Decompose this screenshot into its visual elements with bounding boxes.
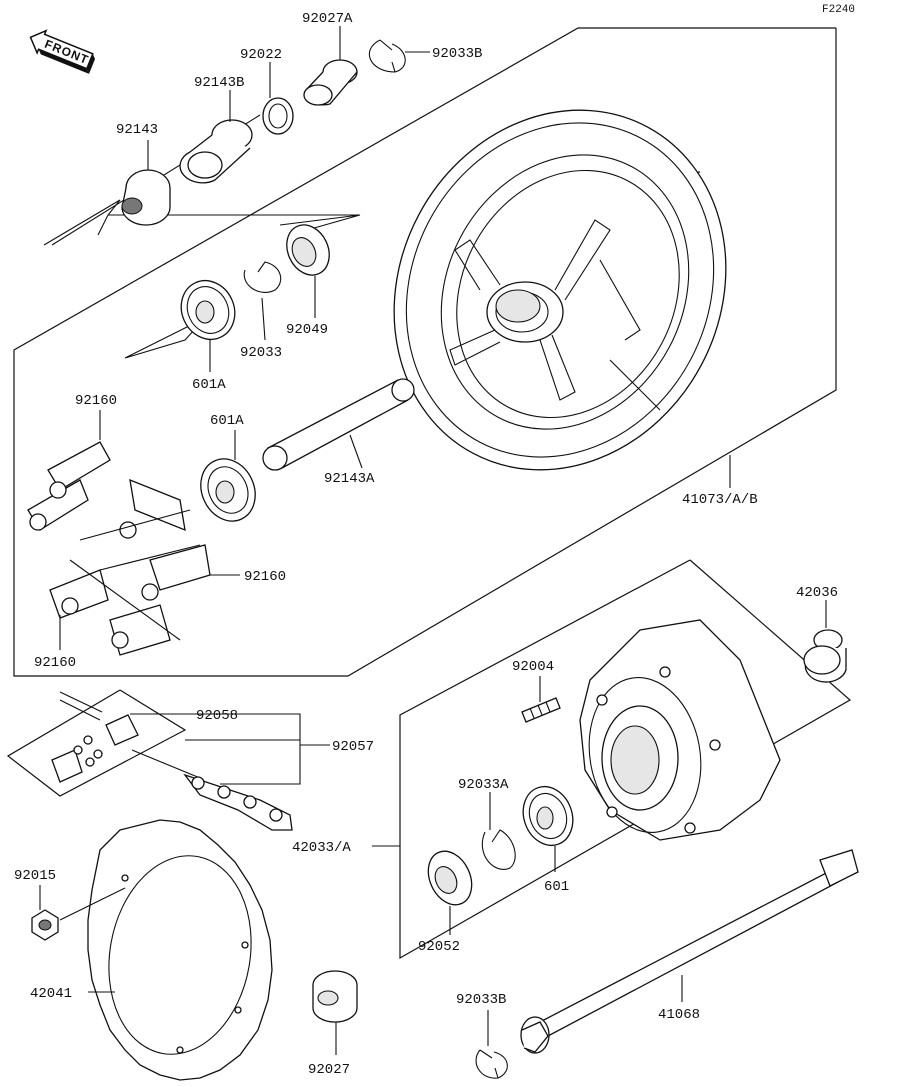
oil-seal-92049 bbox=[286, 224, 330, 276]
label-92058: 92058 bbox=[196, 708, 238, 724]
bearing-601A-top bbox=[180, 280, 236, 340]
circlip-92033 bbox=[243, 261, 282, 293]
part-labels: 92027A 92033B 92022 92143B 92143 92049 9… bbox=[14, 11, 838, 1078]
wheel-damper-set-92160 bbox=[27, 441, 211, 656]
leader-lines bbox=[39, 26, 827, 1055]
label-92027: 92027 bbox=[308, 1062, 350, 1078]
bearing-601A-mid bbox=[200, 458, 256, 522]
label-92027A: 92027A bbox=[302, 11, 353, 27]
label-92160-bottom: 92160 bbox=[34, 655, 76, 671]
label-92004: 92004 bbox=[512, 659, 554, 675]
collar-92027A bbox=[303, 59, 358, 106]
label-92052: 92052 bbox=[418, 939, 460, 955]
collar-42036 bbox=[803, 629, 847, 683]
label-92160-top: 92160 bbox=[75, 393, 117, 409]
diagram-code: F2240 bbox=[822, 4, 855, 16]
bearing-601 bbox=[522, 785, 574, 847]
label-601A-top: 601A bbox=[192, 377, 226, 393]
drive-chain-92057 bbox=[131, 749, 293, 831]
wheel-assembly-box bbox=[13, 27, 837, 677]
chain-joint-box bbox=[6, 689, 187, 797]
collar-92027 bbox=[312, 970, 358, 1023]
rear-axle-41068 bbox=[520, 849, 859, 1054]
sprocket-hub-42033A bbox=[579, 619, 781, 841]
label-92143A: 92143A bbox=[324, 471, 375, 487]
label-42036: 42036 bbox=[796, 585, 838, 601]
circlip-92033B-top bbox=[368, 39, 406, 73]
rear-sprocket-42041 bbox=[87, 819, 273, 1081]
circlip-92033B-bottom bbox=[475, 1049, 508, 1079]
label-92143: 92143 bbox=[116, 122, 158, 138]
oil-seal-92052 bbox=[427, 850, 473, 906]
label-92033: 92033 bbox=[240, 345, 282, 361]
label-92057: 92057 bbox=[332, 739, 374, 755]
front-arrow-badge: FRONT bbox=[29, 29, 96, 74]
label-42033A: 42033/A bbox=[292, 840, 351, 856]
hub-assembly-box bbox=[399, 559, 852, 960]
label-92143B: 92143B bbox=[194, 75, 244, 91]
spacer-92143 bbox=[121, 169, 171, 226]
label-92160-right: 92160 bbox=[244, 569, 286, 585]
label-92022: 92022 bbox=[240, 47, 282, 63]
circlip-92033A bbox=[481, 829, 516, 870]
chain-joint-parts bbox=[51, 691, 139, 783]
label-601: 601 bbox=[544, 879, 569, 895]
rear-wheel-rim bbox=[393, 109, 727, 471]
nut-92015 bbox=[31, 909, 59, 941]
stud-92004 bbox=[521, 697, 561, 723]
label-92049: 92049 bbox=[286, 322, 328, 338]
label-42041: 42041 bbox=[30, 986, 72, 1002]
spacer-92143B bbox=[179, 119, 253, 184]
label-92033B-top: 92033B bbox=[432, 46, 482, 62]
label-92033B-bottom: 92033B bbox=[456, 992, 506, 1008]
label-41073AB: 41073/A/B bbox=[682, 492, 758, 508]
label-601A-mid: 601A bbox=[210, 413, 244, 429]
label-41068: 41068 bbox=[658, 1007, 700, 1023]
spacer-tube-92143A bbox=[262, 378, 415, 471]
label-92015: 92015 bbox=[14, 868, 56, 884]
washer-92022 bbox=[262, 97, 294, 135]
label-92033A: 92033A bbox=[458, 777, 509, 793]
